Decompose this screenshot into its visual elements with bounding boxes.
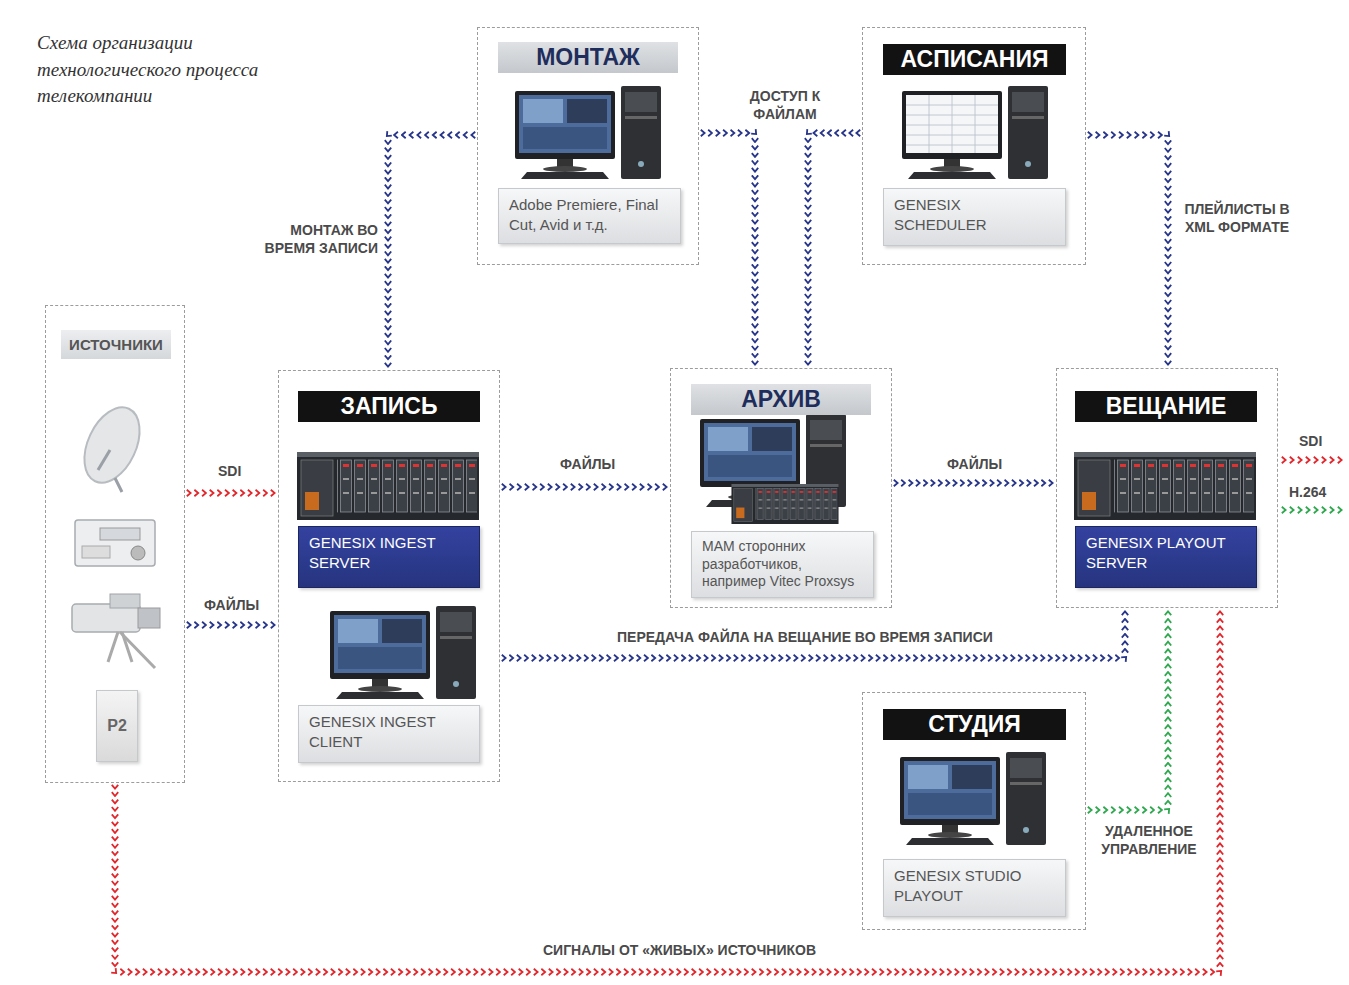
edge-label: УДАЛЕННОЕ УПРАВЛЕНИЕ: [1088, 822, 1210, 858]
chevron-connector: [703, 133, 755, 363]
group-box: СТУДИЯ GENESIX STUDIO PLAYOUT: [862, 692, 1086, 930]
illustration-part: [515, 86, 661, 179]
server-label-box: GENESIX PLAYOUT SERVER: [1075, 526, 1257, 588]
edge-label: МОНТАЖ ВО ВРЕМЯ ЗАПИСИ: [240, 221, 380, 257]
box-text: GENESIX PLAYOUT SERVER: [1086, 533, 1246, 572]
box-text: GENESIX INGEST SERVER: [309, 533, 469, 572]
signal-label: SDI: [1297, 432, 1324, 450]
illustration-part: [906, 95, 998, 153]
illustration-part: [330, 606, 476, 699]
group-header: ЗАПИСЬ: [298, 391, 480, 422]
satellite-dish: [73, 399, 150, 492]
illustration-part: [902, 86, 1048, 179]
chevron-connector: [896, 483, 1051, 484]
illustration-part: [297, 452, 479, 520]
illustration-part: [110, 594, 140, 608]
chevron-connector: [1090, 613, 1168, 810]
chevron-connector: [504, 613, 1125, 658]
edge-label: SDI: [216, 462, 243, 480]
schedule-screen: [906, 95, 998, 153]
diagram-title: Схема организации технологического проце…: [37, 30, 287, 110]
illustration-part: [73, 399, 150, 492]
box-text: Adobe Premiere, Final Cut, Avid и т.д.: [509, 195, 670, 234]
chevron-connector: [1090, 135, 1168, 363]
caption-box: GENESIX INGEST CLIENT: [298, 705, 480, 763]
illustration-part: [906, 95, 998, 153]
chevron-connector: [388, 135, 473, 365]
group-box: АРХИВ MAM сторонних разработчиков, наприм…: [670, 368, 892, 608]
edge-label: СИГНАЛЫ ОТ «ЖИВЫХ» ИСТОЧНИКОВ: [541, 941, 818, 959]
caption-box: GENESIX STUDIO PLAYOUT: [883, 859, 1066, 917]
caption-box: GENESIX SCHEDULER: [883, 188, 1066, 246]
group-box: ВЕЩАНИЕ GENESIX PLAYOUT SERVER: [1056, 368, 1278, 608]
box-text: MAM сторонних разработчиков, например Vi…: [702, 538, 863, 591]
caption-box: MAM сторонних разработчиков, например Vi…: [691, 531, 874, 598]
group-header: АСПИСАНИЯ: [883, 44, 1066, 75]
edge-label: ДОСТУП К ФАЙЛАМ: [738, 87, 832, 123]
caption-box: Adobe Premiere, Final Cut, Avid и т.д.: [498, 188, 681, 244]
edge-label: ФАЙЛЫ: [202, 596, 261, 614]
sdi-output: [1284, 460, 1340, 461]
group-header: СТУДИЯ: [883, 709, 1066, 740]
illustration-part: [108, 632, 118, 662]
group-box: ЗАПИСЬ GENESIX INGEST SERVER GENESIX INGES…: [278, 370, 500, 782]
group-header: МОНТАЖ: [498, 42, 678, 73]
illustration-part: [1074, 452, 1256, 520]
illustration-part: [75, 520, 155, 566]
group-box: АСПИСАНИЯ GENESIX SCHEDULER: [862, 27, 1086, 265]
illustration-part: [900, 752, 1046, 845]
illustration-part: [100, 528, 140, 540]
camera: [72, 594, 160, 668]
group-header: АРХИВ: [691, 384, 871, 415]
group-header: ИСТОЧНИКИ: [61, 330, 171, 359]
signal-label: H.264: [1287, 483, 1328, 501]
chevron-connector: [808, 133, 858, 363]
chevron-connector: [504, 487, 665, 488]
box-text: P2: [107, 716, 127, 737]
server-label-box: GENESIX INGEST SERVER: [298, 526, 480, 588]
edge-label: ФАЙЛЫ: [558, 455, 617, 473]
group-header: ВЕЩАНИЕ: [1075, 391, 1257, 422]
edge-label: ФАЙЛЫ: [945, 455, 1004, 473]
illustration-part: [98, 450, 110, 470]
box-text: GENESIX SCHEDULER: [894, 195, 1055, 234]
box-text: GENESIX STUDIO PLAYOUT: [894, 866, 1055, 905]
edge-label: ПЕРЕДАЧА ФАЙЛА НА ВЕЩАНИЕ ВО ВРЕМЯ ЗАПИС…: [615, 628, 995, 646]
group-box: ИСТОЧНИКИ P2: [45, 305, 185, 783]
illustration-part: [131, 546, 145, 560]
media-card: P2: [96, 690, 138, 762]
edge-label: ПЛЕЙЛИСТЫ В XML ФОРМАТЕ: [1182, 200, 1292, 236]
chevron-connector: [189, 493, 273, 494]
group-box: МОНТАЖ Adobe Premiere, Final Cut, Avid и …: [477, 27, 699, 265]
receiver: [75, 520, 155, 566]
chevron-connector: [115, 613, 1220, 972]
illustration-part: [82, 546, 110, 558]
illustration-part: [138, 608, 160, 628]
illustration-part: [120, 632, 155, 668]
chevron-connector: [189, 625, 273, 626]
h264-output: [1284, 510, 1340, 511]
illustration-part: [115, 478, 122, 492]
box-text: GENESIX INGEST CLIENT: [309, 712, 469, 751]
illustration-part: [731, 484, 838, 524]
